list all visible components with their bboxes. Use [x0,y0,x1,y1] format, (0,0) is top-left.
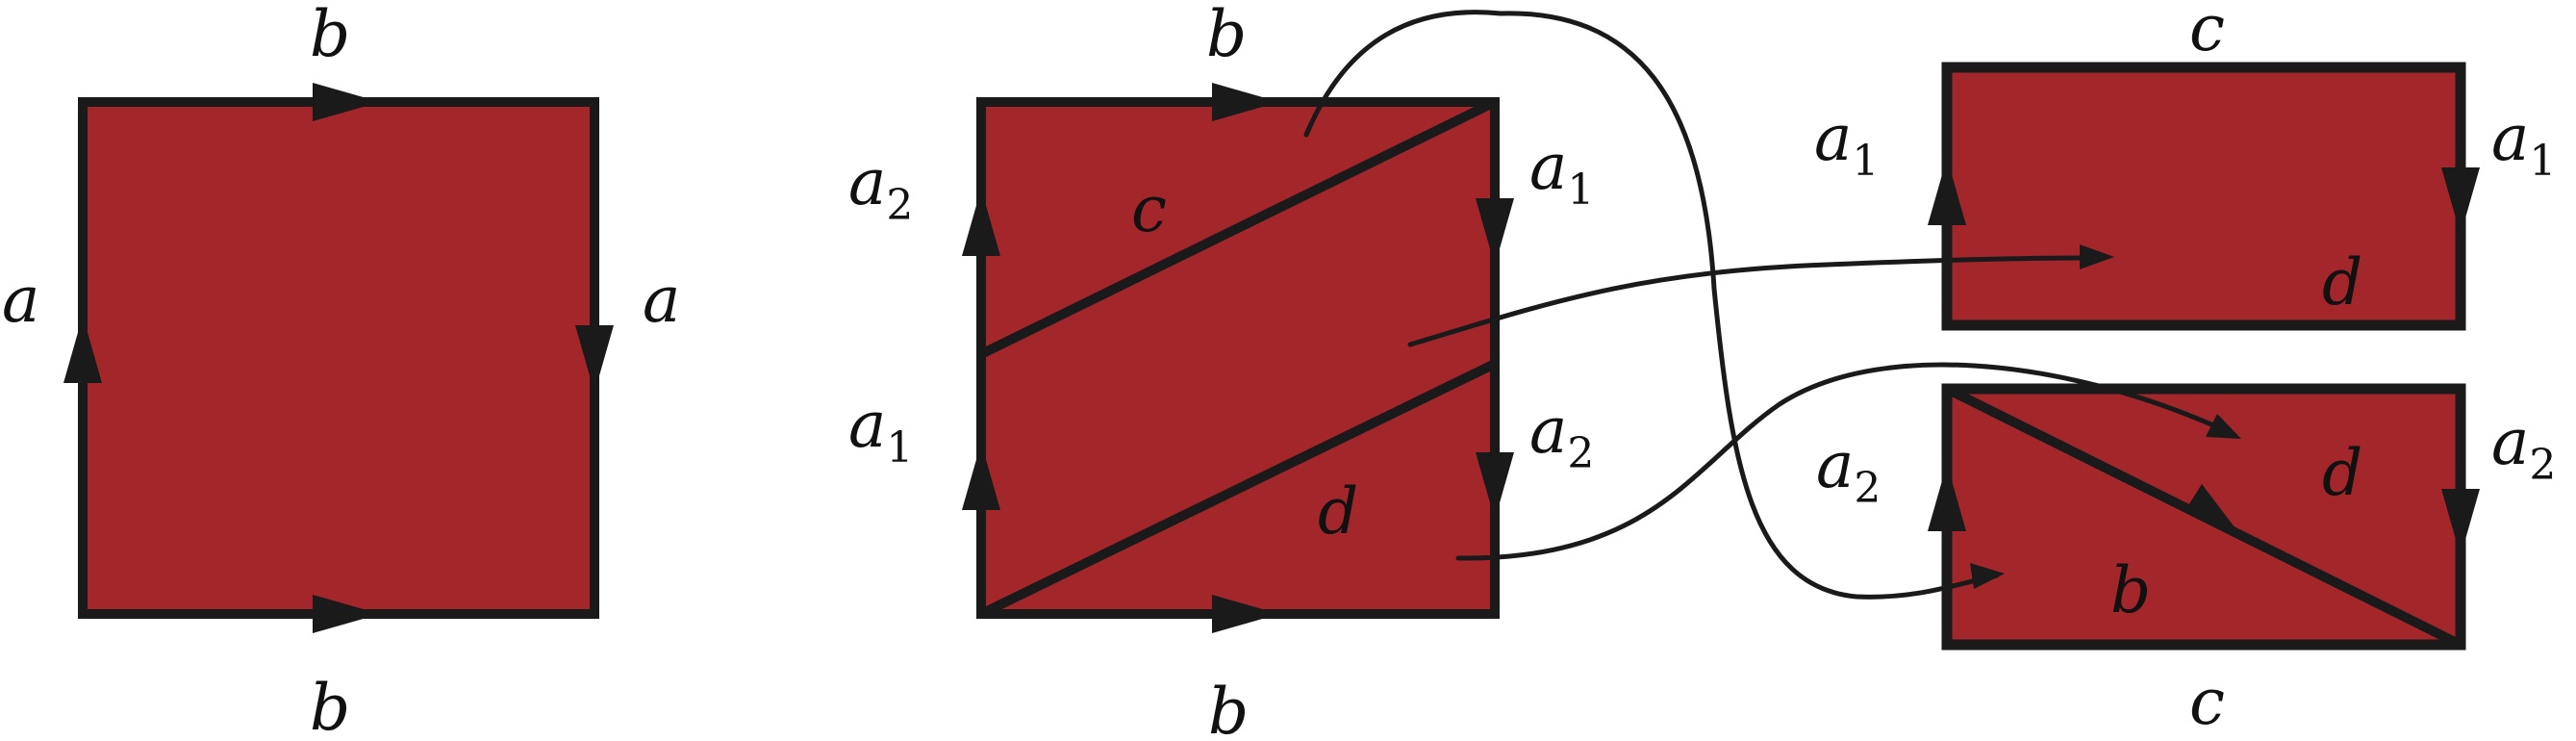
bottom-rect-right-label: a2 [2491,405,2556,490]
top-rectangle-panel: c a1 a1 d [1814,0,2556,331]
top-rect-right-arrow [2441,167,2480,235]
cut-region-d-label: d [1318,474,1358,549]
square-face [78,97,599,619]
bottom-rectangle-panel: c a2 a2 d b [1816,383,2556,739]
cut-left-upper-arrow [962,189,1000,256]
square-right-label: a [643,263,680,337]
cut-left-lower-arrow [962,443,1000,510]
cut-bottom-label: b [1208,675,1249,741]
cut-square-face [976,97,1500,619]
square-left-label: a [2,263,39,337]
curve-middle-to-top-rect-arrowhead [2080,244,2114,269]
curve-d-to-bottom-rect-arrowhead [2206,414,2241,439]
bottom-rect-left-label: a2 [1816,428,1881,513]
cut-top-edge-arrow [1212,83,1279,121]
cut-bottom-edge-arrow [1212,595,1279,633]
square-right-edge-arrow [575,325,614,393]
mapping-curves [1303,10,2241,600]
square-top-edge-arrow [313,83,380,121]
cut-line-c-label: c [1131,172,1167,246]
square-bottom-edge-arrow [313,595,380,633]
curve-top-to-bottom-rect-arrowhead [1970,563,2005,589]
cut-right-upper-arrow [1476,198,1514,266]
bottom-rect-d-label: d [2322,436,2362,510]
cut-right-upper-label: a1 [1529,130,1594,215]
cut-left-upper-label: a2 [848,145,913,230]
top-rectangle-face [1941,62,2466,331]
cut-line-c [978,97,1498,359]
cut-right-lower-arrow [1476,452,1514,520]
square-panel: b b a a [2,0,680,741]
cut-top-label: b [1206,0,1247,71]
top-rect-left-arrow [1928,158,1966,225]
bottom-rect-bottom-label: c [2189,665,2225,739]
curve-top-to-bottom-rect [1303,10,2000,600]
curve-d-to-bottom-rect [1455,362,2225,561]
top-rect-right-label: a1 [2491,101,2556,186]
top-rect-top-label: c [2189,0,2225,65]
bottom-rect-right-arrow [2441,489,2480,556]
curve-middle-to-top-rect [1407,255,2095,347]
bottom-rect-b-label: b [2110,553,2151,627]
bottom-rect-left-arrow [1928,464,1966,531]
cut-square-panel: b b a2 a1 a1 a2 c d [848,0,1594,741]
bottom-rect-diagonal-arrow [2185,484,2241,536]
square-top-label: b [310,0,350,71]
cut-right-lower-label: a2 [1529,394,1594,478]
square-bottom-label: b [310,671,350,741]
top-rect-left-label: a1 [1814,101,1879,186]
cut-line-d [978,359,1498,619]
square-left-edge-arrow [63,316,102,383]
cut-left-lower-label: a1 [848,388,913,473]
top-rect-d-label: d [2322,245,2362,319]
